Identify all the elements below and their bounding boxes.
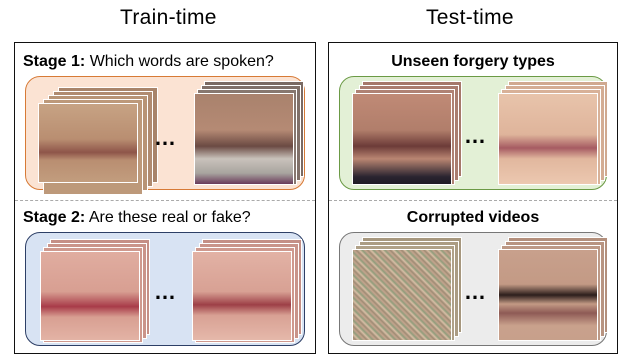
corrupted-ellipsis: …	[464, 279, 487, 304]
stage-divider	[15, 200, 315, 201]
unseen-clip-right	[498, 81, 608, 185]
unseen-forgery-label: Unseen forgery types	[391, 53, 555, 70]
face-frame	[194, 93, 294, 185]
stage1-clip-left	[38, 87, 158, 195]
stage2-clip-right	[192, 239, 304, 343]
face-frame	[352, 249, 452, 341]
unseen-forgery-box: …	[339, 76, 608, 190]
stage2-label: Stage 2: Are these real or fake?	[23, 209, 251, 227]
test-divider	[329, 200, 617, 201]
corrupted-videos-label: Corrupted videos	[406, 209, 540, 226]
stage2-ellipsis: …	[154, 279, 177, 304]
stage2-question: Are these real or fake?	[85, 209, 251, 226]
stage1-label: Stage 1: Which words are spoken?	[23, 53, 274, 71]
face-frame	[40, 251, 140, 341]
stage1-prefix: Stage 1:	[23, 53, 86, 70]
stage1-ellipsis: …	[154, 125, 177, 150]
face-frame	[352, 93, 452, 185]
face-frame	[498, 93, 598, 185]
corrupted-videos-box: …	[339, 232, 608, 346]
test-time-panel: Unseen forgery types … Corrupted videos …	[328, 42, 618, 354]
face-frame	[192, 251, 292, 341]
corrupted-clip-right	[498, 237, 608, 341]
stage1-question: Which words are spoken?	[85, 53, 274, 70]
train-time-panel: Stage 1: Which words are spoken? … Stage…	[14, 42, 316, 354]
stage2-clip-left	[40, 239, 150, 343]
unseen-ellipsis: …	[464, 123, 487, 148]
face-frame	[38, 103, 138, 183]
face-frame	[498, 249, 598, 341]
test-time-header: Test-time	[426, 6, 514, 29]
corrupted-clip-left	[352, 237, 462, 341]
unseen-clip-left	[352, 81, 462, 185]
train-time-header: Train-time	[120, 6, 217, 29]
stage2-prefix: Stage 2:	[23, 209, 86, 226]
stage1-clip-right	[194, 81, 304, 185]
stage2-box: …	[25, 232, 305, 346]
stage1-box: …	[25, 76, 305, 195]
